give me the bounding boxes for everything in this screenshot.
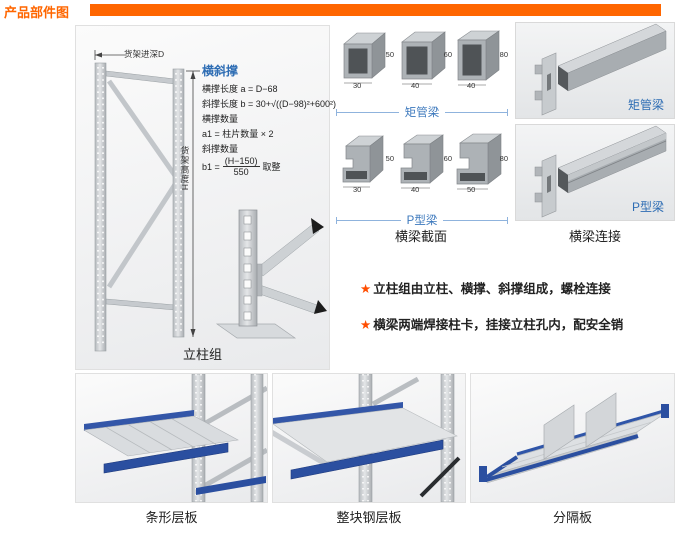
section-height-dim: 60 — [443, 154, 452, 163]
rect-tube-section-1: 50 30 — [338, 28, 394, 94]
dim-line — [337, 219, 401, 221]
column-detail-drawing — [215, 209, 327, 339]
solid-shelf-drawing — [272, 373, 461, 503]
upright-frame-drawing — [94, 50, 200, 352]
formula-line-2: 斜撑长度 b = 30+√((D−98)²+600²) — [202, 99, 336, 109]
formula-b1-fraction: (H−150) 550 — [222, 156, 260, 177]
note-1: ★立柱组由立柱、横撑、斜撑组成，螺栓连接 — [360, 278, 611, 297]
strip-shelf-caption: 条形层板 — [145, 510, 198, 525]
section-height-dim: 80 — [499, 154, 508, 163]
beam-connection-drawing — [534, 125, 667, 218]
upright-group-caption: 立柱组 — [182, 347, 222, 362]
formula-b1-suffix: 取整 — [262, 162, 281, 172]
solid-shelf-panel — [272, 373, 466, 503]
cross-section-caption: 横梁截面 — [394, 229, 447, 244]
section-height-dim: 60 — [443, 50, 452, 59]
section-height-dim: 80 — [499, 50, 508, 59]
formula-line-3: 横撑数量 — [202, 114, 239, 124]
p-beam-section-1: 50 30 — [338, 132, 394, 198]
p-beam-label: P型梁 — [406, 215, 438, 227]
dim-tick — [507, 108, 508, 116]
rack-depth-dim-label: 货架进深D — [124, 49, 165, 59]
beam-connection-drawing — [534, 23, 667, 116]
star-icon: ★ — [360, 282, 372, 296]
divider-drawing — [479, 392, 669, 484]
p-beam-drawing — [456, 133, 502, 190]
section-height-dim: 50 — [385, 154, 394, 163]
section-width-dim: 40 — [411, 81, 420, 90]
divider-caption: 分隔板 — [552, 510, 592, 525]
strip-shelf-drawing — [83, 373, 269, 503]
p-beam-section-2: 60 40 — [396, 132, 452, 198]
rect-tube-drawing — [343, 32, 386, 84]
rect-tube-label-row: 矩管梁 — [336, 104, 508, 120]
section-width-dim: 30 — [353, 185, 362, 194]
dim-line — [337, 111, 399, 113]
note-2: ★横梁两端焊接柱卡，挂接立柱孔内，配安全销 — [360, 314, 623, 333]
rect-tube-label: 矩管梁 — [404, 107, 440, 119]
p-beam-section-3: 80 50 — [452, 132, 508, 198]
rack-height-dim-label: 货架高度H — [180, 146, 190, 192]
header-accent-bar — [90, 4, 661, 16]
upright-group-panel: 货架进深D 货架高度H 横斜撑 横撑长度 a = D−68 斜撑长度 b = 3… — [75, 25, 336, 370]
formula-b1: b1 = (H−150) 550 取整 — [202, 156, 281, 177]
bracing-title: 横斜撑 — [202, 64, 239, 78]
section-width-dim: 40 — [411, 185, 420, 194]
section-width-dim: 30 — [353, 81, 362, 90]
p-beam-connection-box: P型梁 — [515, 124, 675, 221]
rect-tube-section-3: 80 40 — [452, 28, 508, 94]
dim-tick — [507, 216, 509, 224]
connection-p-beam-label: P型梁 — [631, 200, 664, 214]
page-title: 产品部件图 — [4, 5, 70, 20]
formula-b1-prefix: b1 = — [202, 161, 220, 172]
note-1-text: 立柱组由立柱、横撑、斜撑组成，螺栓连接 — [373, 282, 611, 296]
connection-rect-tube-label: 矩管梁 — [627, 98, 664, 112]
solid-shelf-caption: 整块钢层板 — [336, 510, 402, 525]
section-width-dim: 40 — [467, 81, 476, 90]
formula-line-4: a1 = 柱片数量 × 2 — [202, 129, 274, 139]
note-2-text: 横梁两端焊接柱卡，挂接立柱孔内，配安全销 — [373, 318, 624, 332]
star-icon: ★ — [360, 318, 372, 332]
divider-panel — [470, 373, 675, 503]
strip-shelf-panel — [75, 373, 269, 503]
p-beam-label-row: P型梁 — [336, 212, 509, 228]
dim-line — [443, 219, 508, 221]
rect-tube-connection-box: 矩管梁 — [515, 22, 675, 119]
dim-line — [445, 111, 507, 113]
formula-line-5: 斜撑数量 — [202, 144, 239, 154]
section-height-dim: 50 — [385, 50, 394, 59]
dim-tick — [336, 108, 337, 116]
p-beam-drawing — [400, 134, 444, 189]
rect-tube-drawing — [457, 30, 500, 86]
rect-tube-section-2: 60 40 — [396, 28, 452, 94]
beam-connection-caption: 横梁连接 — [568, 229, 621, 244]
p-beam-drawing — [342, 135, 384, 188]
formula-line-1: 横撑长度 a = D−68 — [202, 84, 278, 94]
dim-tick — [336, 216, 337, 224]
section-width-dim: 50 — [467, 185, 476, 194]
formula-b1-numerator: (H−150) — [222, 156, 260, 167]
rect-tube-drawing — [401, 31, 446, 85]
formula-b1-denominator: 550 — [233, 167, 249, 177]
